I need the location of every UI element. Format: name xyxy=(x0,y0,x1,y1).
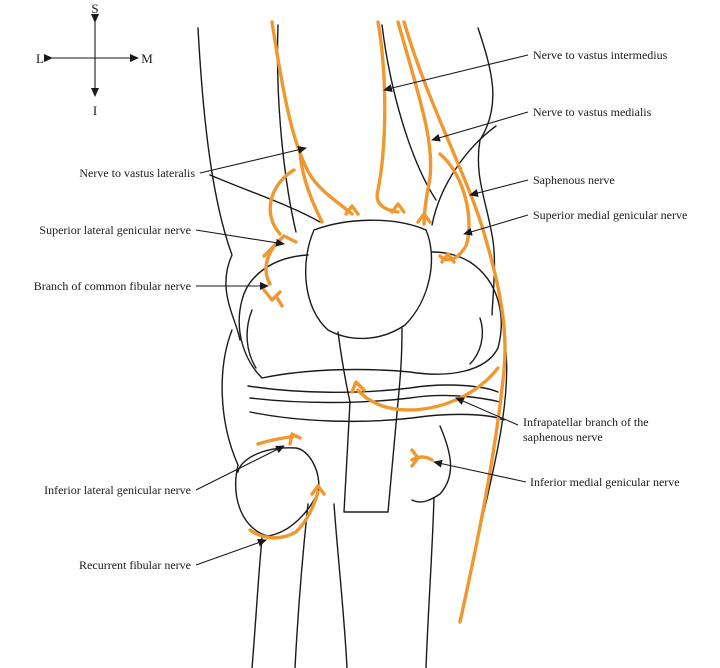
leader-vastus-intermedius xyxy=(383,54,529,92)
thigh-medial-inner-contour xyxy=(381,24,437,201)
tibia-medial-shaft xyxy=(425,497,435,668)
tibial-plateau xyxy=(249,411,505,423)
patellar-ligament xyxy=(337,327,403,513)
nerve-vastus-intermedius-path xyxy=(375,20,400,214)
infrapatellar-branch-path xyxy=(356,366,500,412)
leader-recurrent-fibular xyxy=(195,538,267,566)
lateral-fascia-line xyxy=(209,174,321,223)
patella xyxy=(305,219,433,340)
orientation-compass: S I L M xyxy=(36,1,153,118)
label-superior-lateral-genicular: Superior lateral genicular nerve xyxy=(39,223,191,237)
label-inferior-medial-genicular: Inferior medial genicular nerve xyxy=(530,475,680,489)
leader-vastus-medialis xyxy=(431,111,529,142)
branch-common-fibular-tip xyxy=(274,294,284,308)
leader-infrapatellar xyxy=(455,397,519,426)
compass-inferior: I xyxy=(93,103,97,118)
superior-lateral-genicular-ending xyxy=(262,234,298,258)
femur-joint-margin xyxy=(247,384,499,393)
leader-inferior-medial-genicular xyxy=(433,459,527,483)
inferior-lateral-genicular-ending xyxy=(288,432,302,446)
label-inferior-lateral-genicular: Inferior lateral genicular nerve xyxy=(44,483,191,497)
knee-anatomy-outline xyxy=(197,24,508,668)
leader-saphenous xyxy=(469,179,529,197)
fibula-shaft xyxy=(251,537,263,668)
leader-superior-lateral-genicular xyxy=(195,229,285,247)
label-saphenous-nerve: Saphenous nerve xyxy=(533,173,615,187)
superior-medial-genicular-path xyxy=(438,152,471,262)
labels: Nerve to vastus intermedius Nerve to vas… xyxy=(34,48,688,572)
label-nerve-vastus-intermedius: Nerve to vastus intermedius xyxy=(533,48,668,62)
label-infrapatellar-line-2: saphenous nerve xyxy=(523,430,603,444)
infrapatellar-branch-ending xyxy=(350,380,366,394)
recurrent-fibular-ending xyxy=(310,484,326,496)
label-recurrent-fibular: Recurrent fibular nerve xyxy=(79,558,191,572)
nerve-vastus-medialis-ending xyxy=(416,212,432,224)
label-branch-common-fibular: Branch of common fibular nerve xyxy=(34,279,191,293)
label-superior-medial-genicular: Superior medial genicular nerve xyxy=(533,208,687,222)
superior-lateral-genicular-upper xyxy=(268,168,296,236)
compass-medial: M xyxy=(141,51,153,66)
label-nerve-vastus-medialis: Nerve to vastus medialis xyxy=(533,105,652,119)
inferior-medial-genicular-ending xyxy=(410,448,420,468)
medial-fascia-line xyxy=(431,125,497,226)
nerves xyxy=(248,20,507,624)
nerve-vastus-intermedius-ending xyxy=(390,202,406,214)
fibular-head xyxy=(221,329,320,537)
thigh-lateral-contour xyxy=(197,27,241,341)
recurrent-fibular-path xyxy=(248,490,320,540)
saphenous-nerve-path xyxy=(402,20,507,624)
tibia-anterior-border xyxy=(333,503,348,668)
nerve-vastus-lateralis-branch xyxy=(298,146,324,224)
inferior-medial-genicular-path xyxy=(410,455,434,462)
compass-lateral: L xyxy=(36,51,44,66)
lateral-condyle-inner xyxy=(246,309,257,369)
label-nerve-vastus-lateralis: Nerve to vastus lateralis xyxy=(79,166,195,180)
label-infrapatellar-line-1: Infrapatellar branch of the xyxy=(523,415,649,429)
joint-line xyxy=(249,394,501,404)
leader-superior-medial-genicular xyxy=(463,214,529,236)
nerve-vastus-lateralis-path xyxy=(270,20,354,216)
nerve-vastus-medialis-path xyxy=(396,20,433,226)
compass-superior: S xyxy=(91,1,98,16)
leader-vastus-lateralis xyxy=(199,145,307,174)
thigh-medial-contour xyxy=(477,27,496,316)
nerve-vastus-lateralis-ending xyxy=(344,204,360,216)
superior-medial-genicular-ending xyxy=(440,252,456,264)
tibial-tuberosity xyxy=(411,425,452,503)
medial-condyle-inner xyxy=(469,317,484,365)
leader-inferior-lateral-genicular xyxy=(195,445,285,491)
branch-common-fibular-ending xyxy=(262,288,282,302)
femoral-condyles xyxy=(238,251,502,379)
tibia-lateral-shaft xyxy=(294,503,309,668)
leader-lines xyxy=(195,54,529,566)
